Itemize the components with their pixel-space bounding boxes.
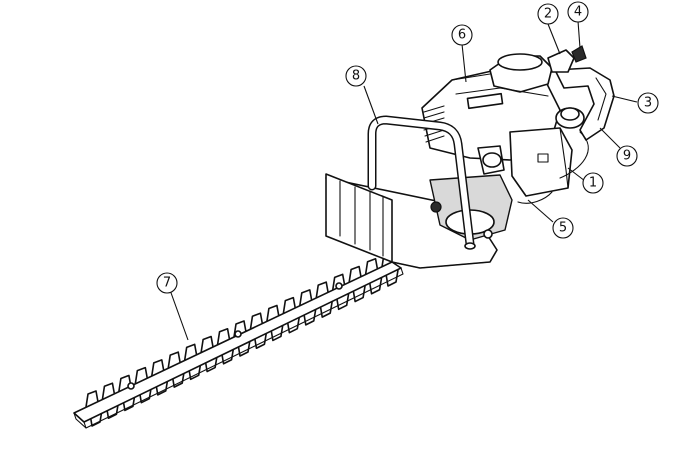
- callout-5: 5: [552, 217, 574, 239]
- leader-3: [611, 95, 638, 103]
- gear-bolt: [430, 201, 442, 213]
- leader-lines: [169, 20, 638, 341]
- callout-4: 4: [567, 1, 589, 23]
- blade-bar: [73, 261, 402, 423]
- callout-6: 6: [451, 24, 473, 46]
- leader-6: [461, 43, 467, 83]
- throttle-cable: [559, 131, 589, 179]
- air-cleaner-logo: [537, 153, 549, 163]
- callout-5-label: 5: [559, 221, 567, 236]
- callout-7-label: 7: [163, 276, 171, 291]
- callout-8: 8: [345, 65, 367, 87]
- engine-cover-line: [455, 87, 549, 97]
- leader-7: [169, 289, 189, 341]
- gear-bolt: [483, 229, 493, 239]
- leader-2: [547, 23, 561, 55]
- callout-7: 7: [156, 272, 178, 294]
- front-handle-foot: [464, 242, 476, 250]
- callout-3-label: 3: [644, 96, 652, 111]
- blade-tip: [73, 412, 87, 429]
- engine-label-plate: [466, 92, 504, 110]
- fuel-line: [517, 191, 553, 204]
- blade-rivet: [127, 382, 135, 390]
- leader-4: [577, 20, 581, 49]
- callout-2-label: 2: [544, 7, 552, 22]
- guard-front-plate: [325, 173, 393, 263]
- callout-3: 3: [637, 92, 659, 114]
- engine-top-cap-rim: [497, 53, 543, 71]
- blade-assembly: [73, 250, 404, 429]
- choke-knob: [482, 152, 502, 168]
- rear-handle: [554, 67, 615, 141]
- blade-bar-edge: [83, 267, 404, 429]
- callout-8-label: 8: [352, 69, 360, 84]
- callout-6-label: 6: [458, 28, 466, 43]
- engine-unit: [421, 45, 615, 241]
- throttle-lever: [547, 49, 575, 73]
- leader-1: [567, 167, 586, 182]
- callout-1: 1: [582, 172, 604, 194]
- leader-9: [599, 127, 621, 149]
- callout-9: 9: [616, 145, 638, 167]
- callout-4-label: 4: [574, 5, 582, 20]
- callout-2: 2: [537, 3, 559, 25]
- rear-handle-grip-line: [595, 77, 607, 121]
- callout-1-label: 1: [589, 176, 597, 191]
- air-cleaner-edge: [559, 127, 569, 189]
- callout-9-label: 9: [623, 149, 631, 164]
- guard-base-edge: [391, 261, 491, 269]
- leader-8: [363, 85, 379, 125]
- blade-rivet: [234, 330, 242, 338]
- blade-rivet: [335, 282, 343, 290]
- stop-switch: [571, 45, 587, 63]
- leader-5: [527, 199, 554, 223]
- fuel-cap-top: [560, 107, 580, 121]
- air-cleaner-edge: [511, 175, 527, 197]
- engine-cover-line: [451, 73, 491, 81]
- front-handle: [367, 115, 476, 250]
